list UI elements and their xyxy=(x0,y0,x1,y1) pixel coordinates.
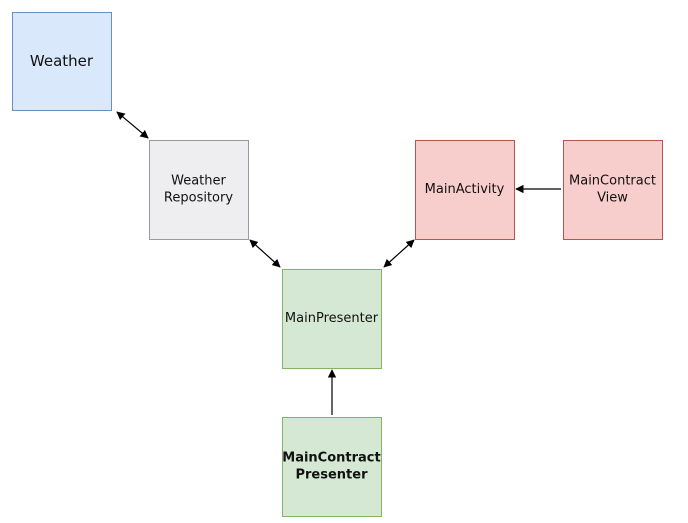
nodes-layer: WeatherWeatherRepositoryMainActivityMain… xyxy=(12,12,663,517)
edge-weather-to-weather-repository xyxy=(116,111,149,139)
node-label-main-contract-view-0: MainContract xyxy=(569,174,656,189)
node-weather: Weather xyxy=(12,12,112,111)
node-label-weather-0: Weather xyxy=(30,52,94,70)
edge-weather-repository-to-main-presenter xyxy=(249,239,281,268)
node-box-weather-repository xyxy=(149,140,249,240)
edge-line-1 xyxy=(249,239,281,268)
node-label-main-contract-presenter-1: Presenter xyxy=(295,468,368,483)
node-label-weather-repository-1: Repository xyxy=(164,191,233,206)
node-label-main-activity-0: MainActivity xyxy=(425,182,505,197)
node-box-main-contract-presenter xyxy=(282,417,382,517)
node-main-presenter: MainPresenter xyxy=(282,269,382,369)
edge-line-0 xyxy=(116,111,149,139)
edge-line-2 xyxy=(383,239,415,268)
node-box-main-presenter xyxy=(282,269,382,369)
node-label-weather-repository-0: Weather xyxy=(171,174,226,189)
node-label-main-contract-view-1: View xyxy=(597,191,628,206)
node-box-main-activity xyxy=(415,140,515,240)
node-box-weather xyxy=(12,12,112,111)
node-box-main-contract-view xyxy=(563,140,663,240)
edges-layer xyxy=(116,111,561,415)
node-label-main-presenter-0: MainPresenter xyxy=(285,311,379,326)
edge-main-activity-to-main-presenter xyxy=(383,239,415,268)
node-main-activity: MainActivity xyxy=(415,140,515,240)
node-label-main-contract-presenter-0: MainContract xyxy=(282,451,380,466)
